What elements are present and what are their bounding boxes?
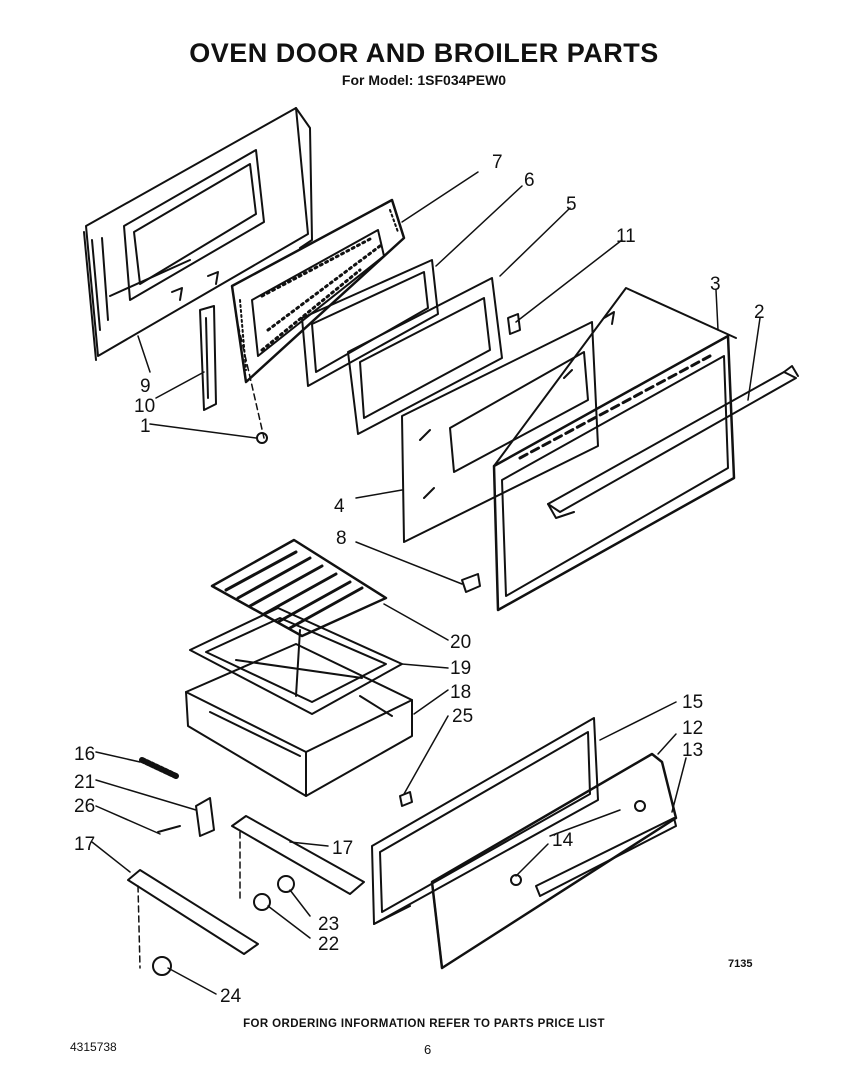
document-number: 4315738 [70, 1040, 117, 1054]
callout-12: 12 [682, 718, 703, 739]
inner-glass-frame-part [301, 259, 439, 387]
element-spring-part [139, 757, 179, 779]
callout-23: 22 [318, 934, 339, 955]
callout-8: 8 [336, 528, 347, 549]
broiler-pan-insert-part [189, 607, 403, 715]
callout-22: 24 [220, 986, 242, 1007]
outer-door-glass-part [401, 321, 599, 543]
roller-23-part [253, 893, 271, 911]
glass-retainer-part [347, 277, 503, 435]
door-insulation-part [230, 198, 406, 384]
callout-6: 6 [524, 170, 535, 191]
callout-19: 19 [450, 658, 471, 679]
screw-part [256, 432, 268, 444]
callout-9: 9 [140, 376, 151, 397]
bracket-part [195, 797, 215, 837]
callout-5: 5 [566, 194, 577, 215]
drawer-rail-part [127, 815, 365, 955]
hinge-bracket-part [461, 573, 481, 593]
page-number: 6 [424, 1042, 432, 1057]
drawer-panel-part [371, 717, 599, 925]
bumper-part [634, 800, 646, 812]
callout-21: 21 [74, 772, 95, 793]
callout-24: 23 [318, 914, 339, 935]
callout-17-right: 17 [332, 838, 353, 859]
hinge-strip-part [199, 305, 217, 411]
callout-11: 11 [616, 226, 636, 247]
callout-20: 20 [450, 632, 471, 653]
callout-14: 14 [552, 830, 574, 851]
broiler-pan-part [185, 643, 413, 797]
callout-3: 3 [710, 274, 721, 295]
callout-10: 10 [134, 396, 155, 417]
callout-26: 26 [74, 796, 95, 817]
broiler-grid-part [210, 538, 388, 638]
screw-26-part [157, 825, 181, 833]
callout-16: 16 [74, 744, 95, 765]
model-subtitle: For Model: 1SF034PEW0 [341, 72, 507, 88]
callout-25: 25 [452, 706, 473, 727]
clip-part [507, 313, 521, 335]
part-callouts: 7 6 5 11 3 2 9 10 1 4 8 20 19 18 25 15 1… [74, 152, 765, 1007]
roller-22-part [152, 956, 172, 976]
door-handle-part [547, 365, 799, 519]
roller-24-part [277, 875, 295, 893]
page-title: OVEN DOOR AND BROILER PARTS [189, 38, 659, 68]
callout-15: 15 [682, 692, 703, 713]
ordering-note: FOR ORDERING INFORMATION REFER TO PARTS … [243, 1018, 605, 1030]
inner-door-liner-part [83, 107, 313, 361]
drawer-trim-part [535, 817, 677, 897]
drawer-front-part [430, 752, 678, 970]
callout-7: 7 [492, 152, 503, 173]
callout-17-left: 17 [74, 834, 95, 855]
callout-18: 18 [450, 682, 471, 703]
diagram-code: 7135 [728, 958, 753, 970]
clip-25-part [399, 791, 413, 807]
callout-1: 1 [140, 416, 151, 437]
callout-2: 2 [754, 302, 765, 323]
callout-13: 13 [682, 740, 703, 761]
callout-4: 4 [334, 496, 345, 517]
outer-door-panel-part [492, 287, 737, 612]
